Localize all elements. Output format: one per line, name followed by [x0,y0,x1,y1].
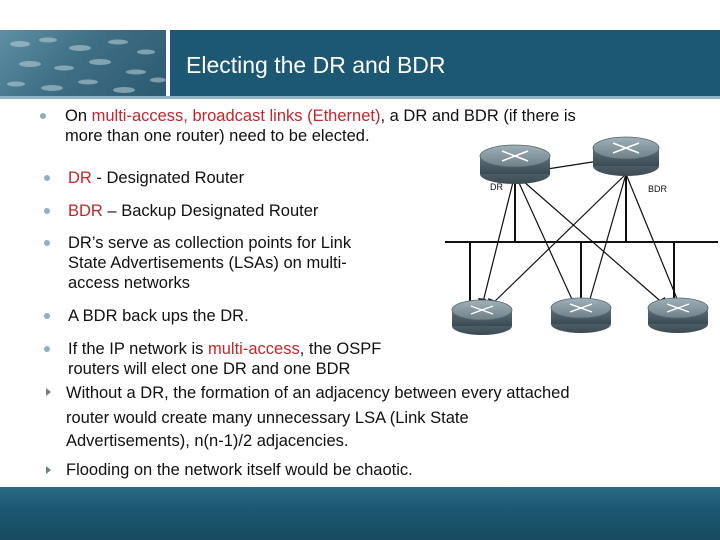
bullet-3-text: – Backup Designated Router [102,202,319,220]
router-bottom-2-icon [550,297,612,333]
dr-label: DR [490,182,503,192]
bullet-4-line-3: access networks [68,274,190,292]
sub-bullet-1-line-2: router would create many unnecessary LSA… [66,409,469,427]
bullet-6-line-1: If the IP network is multi-access, the O… [68,339,381,359]
sub-bullet-arrow-icon [46,466,51,474]
sub-bullet-arrow-icon [46,388,51,396]
bullet-6-highlight: multi-access [208,340,300,358]
bullet-dot [44,313,50,319]
header-fish-image [0,30,166,96]
bullet-6-line-2: routers will elect one DR and one BDR [68,360,351,378]
bullet-dot [44,346,50,352]
header-divider [0,96,720,99]
bullet-6-text-pre: If the IP network is [68,340,209,358]
router-bdr-icon [592,136,660,176]
slide-footer-bar [0,487,720,540]
bullet-dot [44,240,50,246]
sub-bullet-1-line-3: Advertisements), n(n-1)/2 adjacencies. [66,432,349,450]
bullet-3-highlight: BDR [68,202,103,220]
header-top-strip [0,0,720,30]
bullet-1-highlight: multi-access, broadcast links (Ethernet) [91,107,381,125]
bullet-6-text-post: , the OSPF [299,340,382,358]
slide-header: Electing the DR and BDR [0,0,720,99]
router-dr-icon [479,144,551,184]
bullet-2-text: - Designated Router [91,169,245,187]
router-bottom-1-icon [451,299,513,335]
bullet-dot [40,113,46,119]
bullet-4-line-1: DR’s serve as collection points for Link [68,234,352,252]
bdr-adjacency-arrows [489,173,681,307]
bullet-2-highlight: DR [68,169,92,187]
header-title-bar [170,30,720,96]
bullet-1-text-post: , a DR and BDR (if there is [380,107,576,125]
bullet-5: A BDR back ups the DR. [68,307,249,325]
fish-school-icon [7,37,166,93]
bullet-2: DR - Designated Router [68,168,244,188]
bullet-1-text-pre: On [65,107,92,125]
sub-bullet-1-line-1: Without a DR, the formation of an adjace… [66,384,570,402]
sub-bullet-2: Flooding on the network itself would be … [66,461,413,479]
dr-bdr-network-diagram: DR BDR [445,136,718,335]
slide-title: Electing the DR and BDR [186,52,446,78]
router-bottom-3-icon [647,297,709,333]
bullet-1-line-2: more than one router) need to be elected… [65,127,370,145]
bullet-3: BDR – Backup Designated Router [68,201,318,221]
bullet-4-line-2: State Advertisements (LSAs) on multi- [68,254,347,272]
bullet-dot [44,208,50,214]
bullet-1-line-1: On multi-access, broadcast links (Ethern… [65,106,576,126]
bdr-label: BDR [648,184,668,194]
bullet-dot [44,175,50,181]
